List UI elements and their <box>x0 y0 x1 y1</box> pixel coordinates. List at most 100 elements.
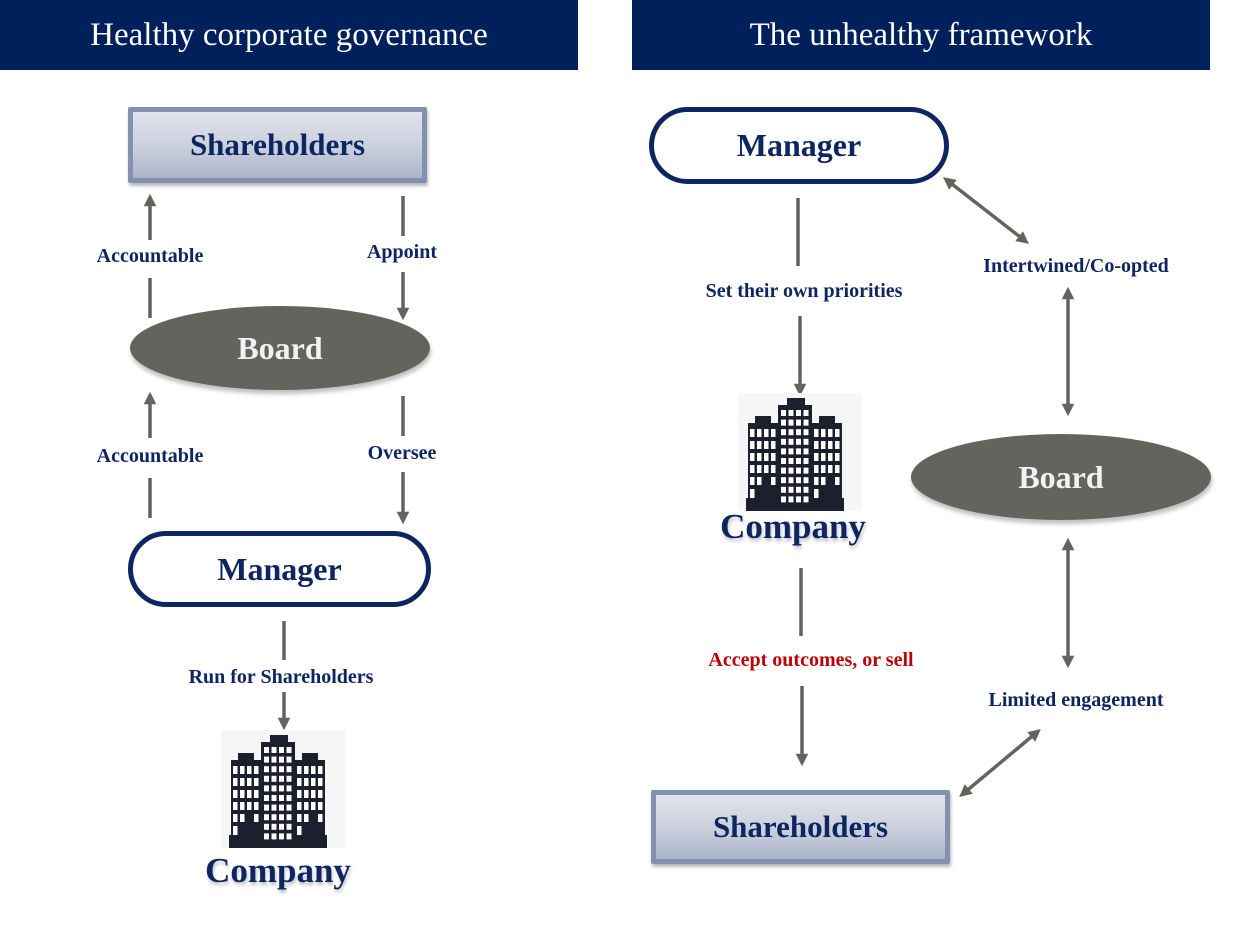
building-window <box>814 429 819 437</box>
building-window <box>781 496 786 503</box>
building-window <box>271 756 277 763</box>
building-window <box>286 823 292 830</box>
building-window <box>803 419 809 426</box>
building-window <box>757 465 762 473</box>
building-window <box>304 814 309 822</box>
building-window <box>814 453 819 461</box>
building-window <box>286 775 292 782</box>
building-window <box>233 814 238 822</box>
building-window <box>803 448 809 455</box>
building-window <box>271 804 277 811</box>
building-window <box>254 814 259 822</box>
arrow-intertwined-diagonal <box>943 177 1029 244</box>
arrow-limited-diagonal <box>959 728 1041 798</box>
building-window <box>757 429 762 437</box>
building-window <box>788 448 794 455</box>
building-window <box>796 438 801 445</box>
building-window <box>279 814 284 821</box>
building-window <box>311 766 316 774</box>
label-accept-outcomes: Accept outcomes, or sell <box>708 649 914 671</box>
building-window <box>828 441 833 449</box>
building-window <box>247 802 252 810</box>
label-accountable-top: Accountable <box>96 245 204 267</box>
building-window <box>788 458 794 464</box>
building-window <box>750 441 755 449</box>
building-window <box>828 465 833 473</box>
building-window <box>835 465 840 473</box>
building-window <box>247 790 252 798</box>
building-window <box>788 410 794 416</box>
right-board-ellipse: Board <box>911 434 1211 520</box>
building-window <box>788 486 794 493</box>
building-window <box>318 766 323 774</box>
building-window <box>240 778 245 786</box>
building-window <box>311 778 316 786</box>
building-window <box>821 441 826 449</box>
building-window <box>750 429 755 437</box>
building-window <box>318 802 323 810</box>
building-window <box>279 766 284 773</box>
building-window <box>233 778 238 786</box>
building-window <box>803 477 809 484</box>
building-window <box>764 465 769 473</box>
building-window <box>297 826 302 835</box>
building-window <box>796 448 801 455</box>
right-shareholders-label: Shareholders <box>712 809 889 844</box>
building-window <box>286 756 292 763</box>
building-window <box>796 477 801 484</box>
building-window <box>240 802 245 810</box>
building-window <box>803 438 809 445</box>
right-manager-label: Manager <box>736 127 862 163</box>
office-buildings-icon <box>221 730 345 848</box>
building-window <box>264 823 269 830</box>
building-window <box>279 833 284 840</box>
left-company-label: Company <box>205 851 351 890</box>
building-window <box>264 795 269 801</box>
left-board-ellipse: Board <box>130 306 430 390</box>
building-window <box>264 775 269 782</box>
left-manager-pill: Manager <box>128 531 431 607</box>
building-window <box>286 747 292 753</box>
left-manager-label: Manager <box>217 550 342 587</box>
building-window <box>781 448 786 455</box>
building-window <box>304 802 309 810</box>
left-shareholders-label: Shareholders <box>189 127 366 162</box>
building-window <box>264 833 269 840</box>
building-window <box>781 486 786 493</box>
building-window <box>788 467 794 474</box>
building-window <box>279 775 284 782</box>
building-window <box>821 429 826 437</box>
building-window <box>279 756 284 763</box>
building-window <box>803 429 809 436</box>
building-window <box>788 419 794 426</box>
building-window <box>271 775 277 782</box>
building-window <box>233 802 238 810</box>
building-window <box>821 465 826 473</box>
building-window <box>750 477 755 485</box>
building-window <box>750 465 755 473</box>
building-window <box>803 410 809 416</box>
right-board-label: Board <box>1018 458 1104 495</box>
building-window <box>264 747 269 753</box>
building-window <box>771 453 776 461</box>
building-window <box>828 429 833 437</box>
building-window <box>764 429 769 437</box>
building-window <box>835 453 840 461</box>
building-window <box>254 766 259 774</box>
building-window <box>271 823 277 830</box>
label-appoint: Appoint <box>366 241 438 263</box>
building-window <box>796 496 801 503</box>
building-window <box>304 766 309 774</box>
building-window <box>279 795 284 801</box>
building-window <box>828 453 833 461</box>
building-window <box>240 790 245 798</box>
building-window <box>757 441 762 449</box>
building-window <box>297 802 302 810</box>
building-window <box>764 441 769 449</box>
building-window <box>279 823 284 830</box>
building-window <box>254 790 259 798</box>
building-window <box>311 802 316 810</box>
building-window <box>821 477 826 485</box>
building-window <box>757 453 762 461</box>
building-window <box>286 814 292 821</box>
